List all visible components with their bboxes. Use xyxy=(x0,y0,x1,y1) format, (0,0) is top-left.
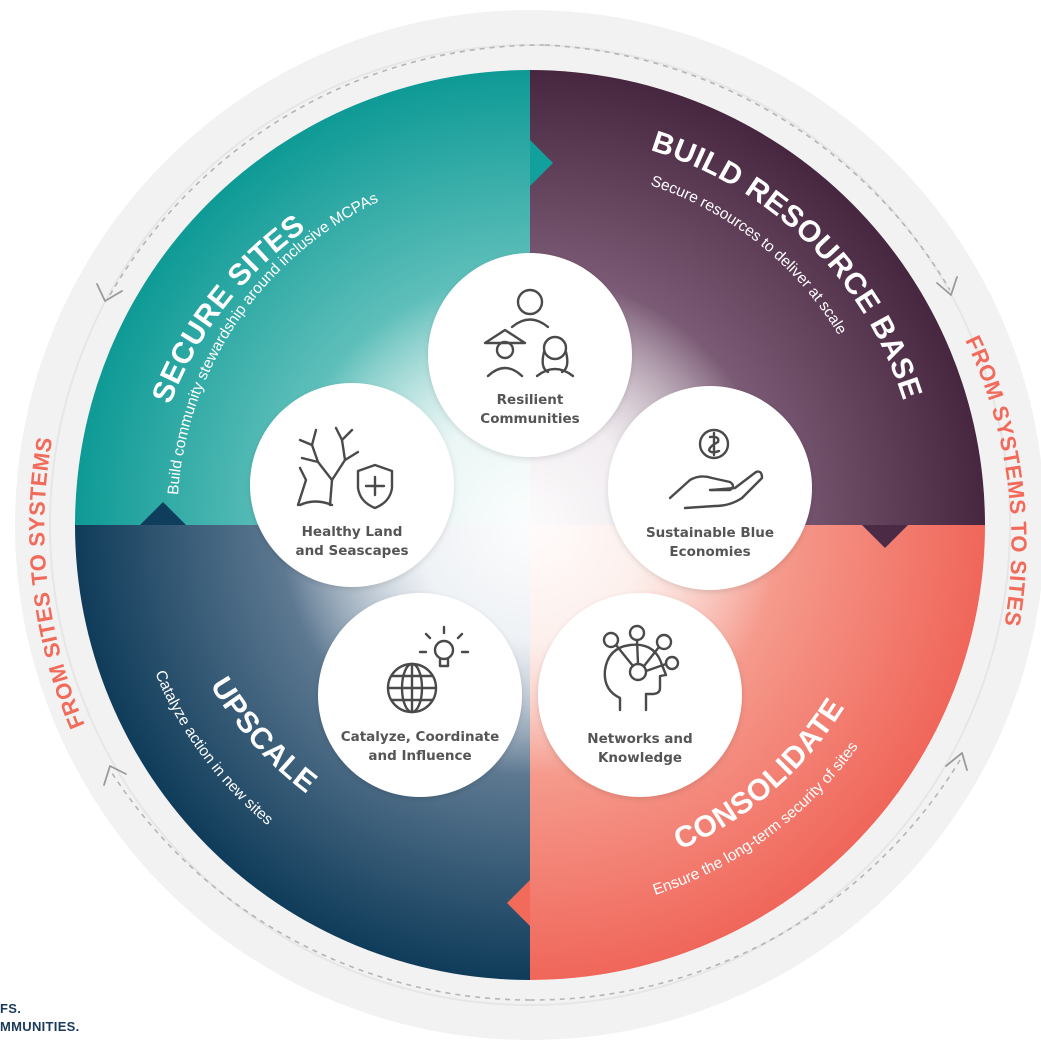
cycle-arrows xyxy=(96,44,968,1001)
node-healthy-land-and-seascapes: Healthy Land and Seascapes xyxy=(250,383,454,587)
arrow-head-bottom-right xyxy=(945,752,968,771)
arrow-head-top-left xyxy=(96,283,123,302)
notch-right xyxy=(862,525,908,548)
node-label-line1: Sustainable Blue xyxy=(646,525,774,541)
quadrants xyxy=(75,70,985,980)
node-circle xyxy=(538,593,742,797)
people-icon xyxy=(483,288,575,378)
globe-bulb-icon xyxy=(386,625,470,714)
node-resilient-communities: Resilient Communities xyxy=(428,253,632,457)
node-circle xyxy=(608,386,812,590)
notch-bottom xyxy=(507,880,530,926)
dashed-arrow-top-right xyxy=(544,44,951,291)
notch-left xyxy=(140,502,186,525)
arrow-head-bottom-left xyxy=(103,765,127,786)
hand-coin-icon xyxy=(668,428,764,510)
node-label-line2: and Seascapes xyxy=(295,543,408,559)
dashed-arrow-bottom-left xyxy=(109,769,531,1001)
node-label-line2: Knowledge xyxy=(598,750,682,766)
node-label-line2: Economies xyxy=(669,544,750,560)
node-catalyze-coordinate-influence: Catalyze, Coordinate and Influence xyxy=(318,593,522,797)
node-networks-and-knowledge: Networks and Knowledge xyxy=(538,593,742,797)
node-circle xyxy=(318,593,522,797)
center-nodes: Resilient Communities Sustainable Blue E… xyxy=(250,253,812,797)
logo-text-line1: FS. xyxy=(0,1001,22,1016)
node-circle xyxy=(428,253,632,457)
node-label-line1: Networks and xyxy=(587,731,692,747)
logo-text-line2: MMUNITIES. xyxy=(0,1019,80,1034)
coral-shield-icon xyxy=(296,426,394,510)
notch-top xyxy=(530,140,553,186)
node-label-line1: Resilient xyxy=(497,392,564,408)
node-label-line1: Healthy Land xyxy=(302,524,403,540)
node-label-line2: Communities xyxy=(480,411,579,427)
node-label-line1: Catalyze, Coordinate xyxy=(341,729,500,745)
arrow-head-top-right xyxy=(936,276,958,296)
dashed-arrow-top-left xyxy=(109,44,546,296)
head-network-icon xyxy=(602,624,680,712)
node-circle xyxy=(250,383,454,587)
node-label-line2: and Influence xyxy=(368,748,471,764)
dashed-arrow-bottom-right xyxy=(529,759,961,1001)
node-sustainable-blue-economies: Sustainable Blue Economies xyxy=(608,386,812,590)
